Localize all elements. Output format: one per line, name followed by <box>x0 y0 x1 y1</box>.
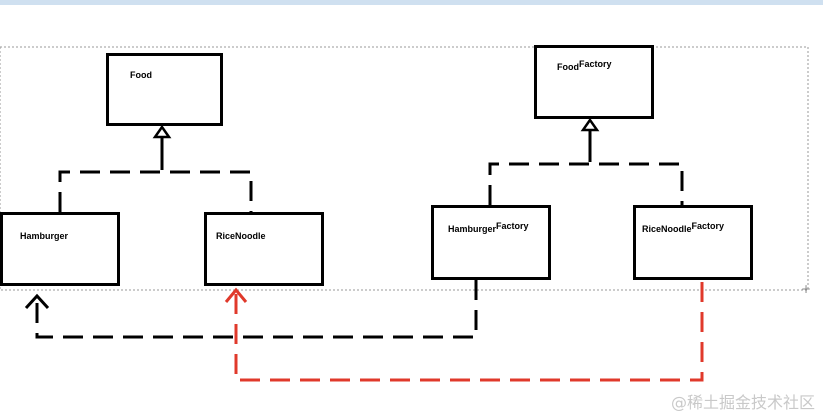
factory-inheritance-branch <box>488 162 684 205</box>
hamburger-factory-label-sup: Factory <box>496 221 529 231</box>
food-factory-class-box: FoodFactory <box>534 45 654 119</box>
hamburger-dependency-arrowhead <box>24 293 50 310</box>
food-factory-class-label: FoodFactory <box>557 60 612 72</box>
hamburger-factory-dependency <box>35 280 478 339</box>
factory-inheritance-triangle <box>580 117 600 132</box>
hamburger-class-label: Hamburger <box>20 231 69 241</box>
rice-noodle-dependency-arrowhead <box>224 287 248 303</box>
rice-noodle-factory-class-box: RiceNoodleFactory <box>633 205 753 280</box>
rice-noodle-factory-label-sup: Factory <box>691 221 725 231</box>
food-factory-label-main: Food <box>557 62 579 72</box>
source-watermark: @稀土掘金技术社区 <box>670 393 815 412</box>
food-inheritance-branch <box>58 170 253 212</box>
hamburger-factory-label-main: Hamburger <box>448 224 497 234</box>
rice-noodle-factory-class-label: RiceNoodleFactory <box>642 222 724 234</box>
rice-noodle-factory-dependency <box>234 282 704 382</box>
top-band <box>0 0 823 5</box>
corner-resize-mark: + <box>801 282 812 296</box>
dotted-frame <box>0 46 809 291</box>
rice-noodle-class-box: RiceNoodle <box>204 212 324 286</box>
hamburger-factory-class-box: HamburgerFactory <box>431 205 551 280</box>
food-factory-label-sup: Factory <box>579 59 612 69</box>
hamburger-class-box: Hamburger <box>0 212 120 286</box>
hamburger-factory-class-label: HamburgerFactory <box>448 222 529 234</box>
food-inheritance-triangle <box>152 124 172 139</box>
food-class-box: Food <box>106 53 223 126</box>
rice-noodle-factory-label-main: RiceNoodle <box>642 224 692 234</box>
food-class-label: Food <box>130 70 152 80</box>
rice-noodle-class-label: RiceNoodle <box>216 231 266 241</box>
